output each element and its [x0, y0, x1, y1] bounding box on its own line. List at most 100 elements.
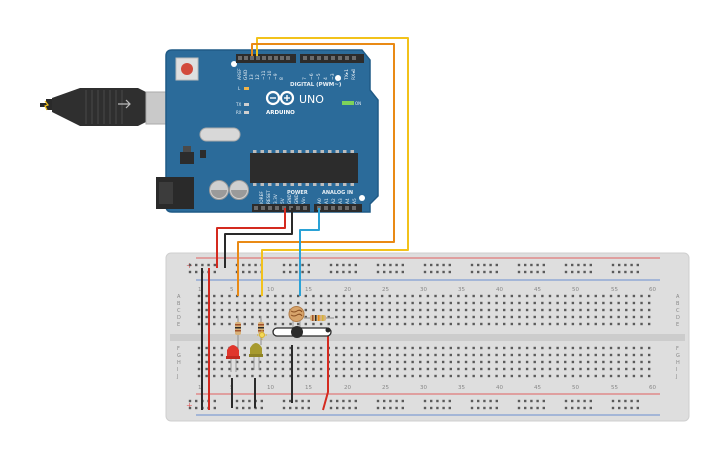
breadboard-hole[interactable]: [426, 294, 430, 298]
breadboard-hole[interactable]: [564, 301, 567, 305]
breadboard-hole[interactable]: [251, 294, 254, 298]
breadboard-hole[interactable]: [457, 353, 460, 357]
breadboard-hole[interactable]: [380, 367, 384, 371]
breadboard-hole[interactable]: [289, 301, 292, 305]
breadboard-hole[interactable]: [541, 301, 544, 305]
breadboard-hole[interactable]: [319, 374, 323, 378]
rail-hole[interactable]: [489, 399, 492, 403]
rail-hole[interactable]: [524, 270, 527, 274]
breadboard-hole[interactable]: [472, 322, 475, 326]
breadboard-hole[interactable]: [632, 308, 636, 312]
breadboard-hole[interactable]: [251, 374, 254, 378]
breadboard-hole[interactable]: [358, 346, 361, 350]
breadboard-hole[interactable]: [365, 294, 369, 298]
breadboard-hole[interactable]: [251, 322, 254, 326]
breadboard-hole[interactable]: [411, 322, 414, 326]
breadboard-hole[interactable]: [403, 374, 407, 378]
breadboard-hole[interactable]: [205, 294, 208, 298]
breadboard-hole[interactable]: [388, 360, 391, 364]
rail-hole[interactable]: [282, 406, 286, 410]
breadboard-hole[interactable]: [487, 294, 491, 298]
breadboard-hole[interactable]: [228, 374, 231, 378]
breadboard-hole[interactable]: [495, 301, 498, 305]
breadboard-hole[interactable]: [289, 346, 292, 350]
breadboard-hole[interactable]: [556, 374, 559, 378]
breadboard-hole[interactable]: [266, 301, 269, 305]
breadboard-hole[interactable]: [220, 353, 224, 357]
breadboard-hole[interactable]: [441, 315, 445, 319]
breadboard-hole[interactable]: [228, 315, 231, 319]
breadboard-hole[interactable]: [220, 367, 224, 371]
rail-hole[interactable]: [430, 263, 433, 267]
breadboard-hole[interactable]: [602, 315, 605, 319]
breadboard-hole[interactable]: [373, 322, 376, 326]
breadboard-hole[interactable]: [434, 367, 437, 371]
rail-hole[interactable]: [207, 263, 210, 267]
breadboard-hole[interactable]: [396, 315, 399, 319]
breadboard-hole[interactable]: [602, 367, 605, 371]
breadboard-hole[interactable]: [457, 301, 460, 305]
rail-hole[interactable]: [307, 263, 310, 267]
rail-hole[interactable]: [542, 406, 545, 410]
rail-hole[interactable]: [577, 399, 580, 403]
rail-hole[interactable]: [517, 270, 521, 274]
rail-hole[interactable]: [470, 406, 474, 410]
rail-hole[interactable]: [188, 270, 192, 274]
breadboard-hole[interactable]: [335, 367, 338, 371]
breadboard-hole[interactable]: [586, 322, 590, 326]
rail-hole[interactable]: [248, 399, 251, 403]
breadboard-hole[interactable]: [441, 301, 445, 305]
breadboard-hole[interactable]: [281, 308, 285, 312]
breadboard-hole[interactable]: [449, 374, 452, 378]
breadboard-hole[interactable]: [647, 315, 651, 319]
breadboard-hole[interactable]: [449, 346, 452, 350]
breadboard-hole[interactable]: [609, 360, 613, 364]
breadboard-hole[interactable]: [586, 360, 590, 364]
breadboard-hole[interactable]: [449, 360, 452, 364]
breadboard-hole[interactable]: [548, 322, 552, 326]
breadboard-hole[interactable]: [472, 294, 475, 298]
breadboard-hole[interactable]: [312, 353, 315, 357]
breadboard-hole[interactable]: [556, 301, 559, 305]
rail-hole[interactable]: [254, 263, 257, 267]
breadboard-hole[interactable]: [350, 374, 353, 378]
breadboard-hole[interactable]: [503, 374, 506, 378]
breadboard-hole[interactable]: [213, 367, 216, 371]
breadboard-hole[interactable]: [571, 301, 575, 305]
yellow-led[interactable]: [249, 343, 263, 370]
breadboard-hole[interactable]: [281, 374, 285, 378]
rail-hole[interactable]: [376, 270, 380, 274]
rail-hole[interactable]: [248, 270, 251, 274]
rail-hole[interactable]: [235, 406, 239, 410]
breadboard-hole[interactable]: [403, 360, 407, 364]
breadboard-hole[interactable]: [296, 346, 300, 350]
breadboard-hole[interactable]: [457, 367, 460, 371]
breadboard-hole[interactable]: [594, 315, 597, 319]
rail-hole[interactable]: [213, 406, 216, 410]
breadboard-hole[interactable]: [350, 308, 353, 312]
breadboard-hole[interactable]: [602, 322, 605, 326]
breadboard-hole[interactable]: [266, 308, 269, 312]
breadboard-hole[interactable]: [403, 294, 407, 298]
breadboard-hole[interactable]: [319, 367, 323, 371]
breadboard-hole[interactable]: [319, 301, 323, 305]
rail-hole[interactable]: [383, 263, 386, 267]
rail-hole[interactable]: [577, 263, 580, 267]
breadboard-hole[interactable]: [495, 315, 498, 319]
breadboard-hole[interactable]: [533, 367, 536, 371]
breadboard-hole[interactable]: [220, 360, 224, 364]
breadboard-hole[interactable]: [518, 294, 521, 298]
breadboard-hole[interactable]: [457, 308, 460, 312]
breadboard-hole[interactable]: [373, 294, 376, 298]
breadboard-hole[interactable]: [342, 308, 346, 312]
breadboard-hole[interactable]: [602, 301, 605, 305]
breadboard-hole[interactable]: [434, 294, 437, 298]
breadboard-hole[interactable]: [243, 360, 246, 364]
breadboard-hole[interactable]: [640, 294, 643, 298]
rail-hole[interactable]: [436, 406, 439, 410]
rail-hole[interactable]: [289, 263, 292, 267]
breadboard-hole[interactable]: [609, 353, 613, 357]
slide-potentiometer[interactable]: [272, 326, 332, 338]
breadboard-hole[interactable]: [419, 360, 422, 364]
wire-pot-vcc[interactable]: [322, 329, 329, 411]
